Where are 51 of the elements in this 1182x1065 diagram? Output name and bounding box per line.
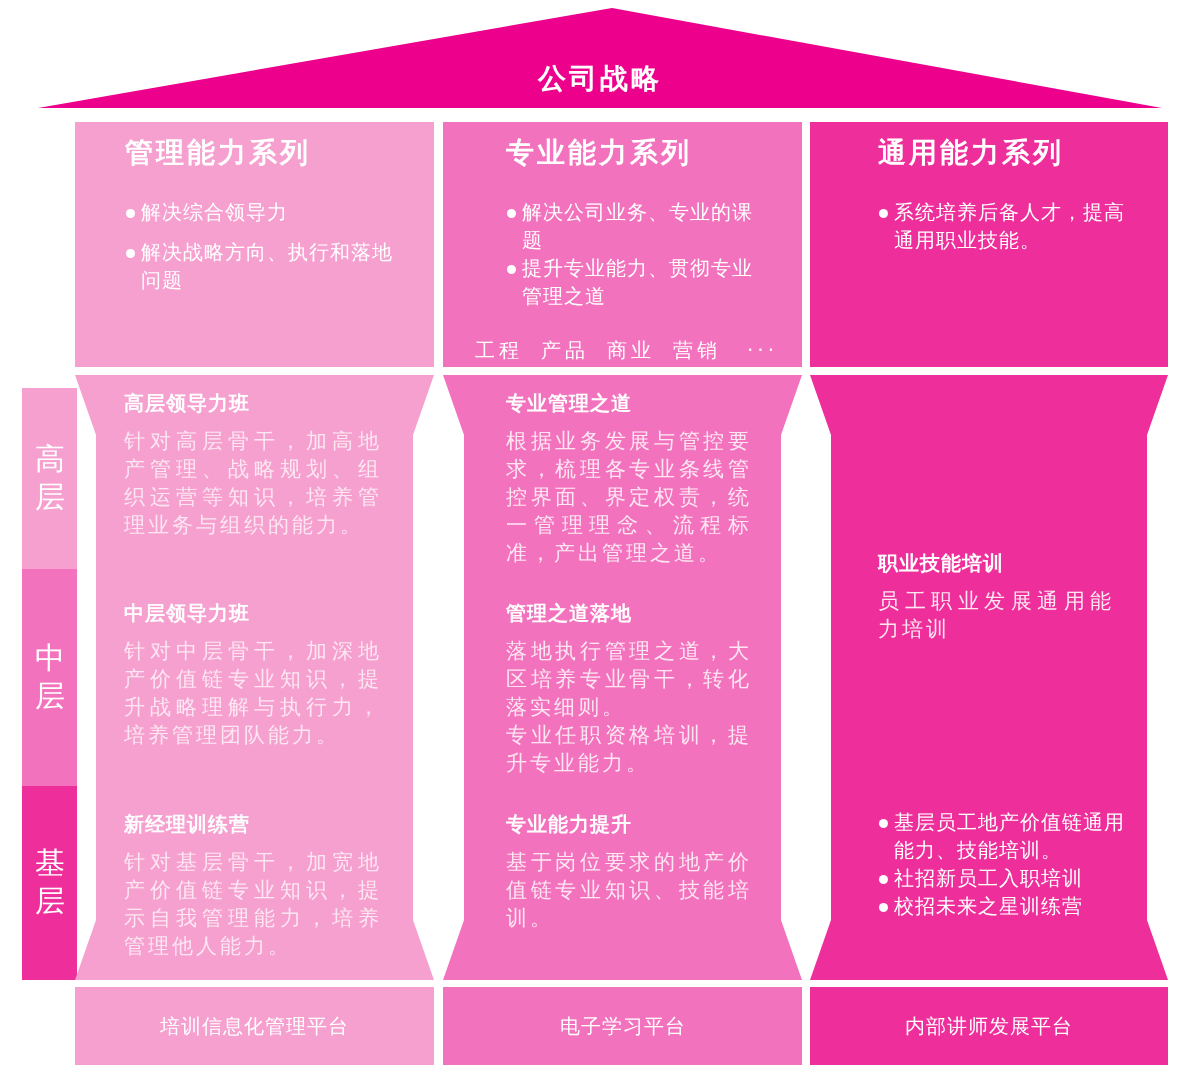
platform-label: 培训信息化管理平台 xyxy=(159,1013,350,1040)
category-word: 商业 xyxy=(607,337,656,364)
bullet-item: 基层员工地产价值链通用能力、技能培训。 xyxy=(878,808,1144,864)
course-description: 专业任职资格培训，提升专业能力。 xyxy=(506,722,752,777)
series-heading: 通用能力系列 xyxy=(878,136,1065,170)
series-heading: 专业能力系列 xyxy=(506,136,693,170)
course-description: 基于岗位要求的地产价值链专业知识、技能培训。 xyxy=(506,849,752,932)
level-band xyxy=(22,569,77,786)
bullet-item: 系统培养后备人才，提高通用职业技能。 xyxy=(878,198,1134,254)
bullet-item: 解决综合领导力 xyxy=(125,198,431,226)
bullet-item: 校招未来之星训练营 xyxy=(878,892,1144,920)
level-label: 基层 xyxy=(34,844,66,920)
platform-label: 电子学习平台 xyxy=(558,1013,687,1040)
platform-box xyxy=(443,987,802,1065)
pillar-column xyxy=(810,375,1168,980)
course-heading: 职业技能培训 xyxy=(878,550,1005,577)
series-box xyxy=(443,122,802,367)
course-heading: 专业能力提升 xyxy=(506,811,633,838)
roof-triangle xyxy=(38,8,1162,108)
course-description: 针对基层骨干，加宽地产价值链专业知识，提示自我管理能力，培养管理他人能力。 xyxy=(124,849,382,960)
platform-box xyxy=(75,987,434,1065)
category-word: 产品 xyxy=(541,337,590,364)
bullet-item: 提升专业能力、贯彻专业管理之道 xyxy=(506,254,762,310)
course-description: 员工职业发展通用能力培训 xyxy=(878,588,1114,643)
course-description: 针对高层骨干，加高地产管理、战略规划、组织运营等知识，培养管理业务与组织的能力。 xyxy=(124,428,382,539)
category-word: ··· xyxy=(747,337,780,364)
series-box xyxy=(810,122,1168,367)
level-label: 高层 xyxy=(34,440,66,516)
pillar-column xyxy=(443,375,802,980)
category-word: 营销 xyxy=(673,337,722,364)
bullet-item: 解决战略方向、执行和落地问题 xyxy=(125,238,401,294)
course-heading: 高层领导力班 xyxy=(124,390,251,417)
course-heading: 新经理训练营 xyxy=(124,811,251,838)
platform-label: 内部讲师发展平台 xyxy=(904,1013,1074,1040)
course-description: 针对中层骨干，加深地产价值链专业知识，提升战略理解与执行力，培养管理团队能力。 xyxy=(124,638,382,749)
course-heading: 中层领导力班 xyxy=(124,600,251,627)
course-heading: 专业管理之道 xyxy=(506,390,633,417)
series-box xyxy=(75,122,434,367)
level-band xyxy=(22,786,77,980)
course-description: 落地执行管理之道，大区培养专业骨干，转化落实细则。 xyxy=(506,638,752,721)
pillar-column xyxy=(75,375,434,980)
platform-box xyxy=(810,987,1168,1065)
level-label: 中层 xyxy=(34,639,66,715)
course-description: 根据业务发展与管控要求，梳理各专业条线管控界面、界定权责，统一管理理念、流程标准，产出管理之道。 xyxy=(506,428,752,567)
course-heading: 管理之道落地 xyxy=(506,600,633,627)
series-heading: 管理能力系列 xyxy=(125,136,312,170)
title-text: 公司战略 xyxy=(536,62,663,96)
bullet-item: 解决公司业务、专业的课题 xyxy=(506,198,762,254)
category-word: 工程 xyxy=(475,337,524,364)
level-band xyxy=(22,388,77,569)
bullet-item: 社招新员工入职培训 xyxy=(878,864,1144,892)
